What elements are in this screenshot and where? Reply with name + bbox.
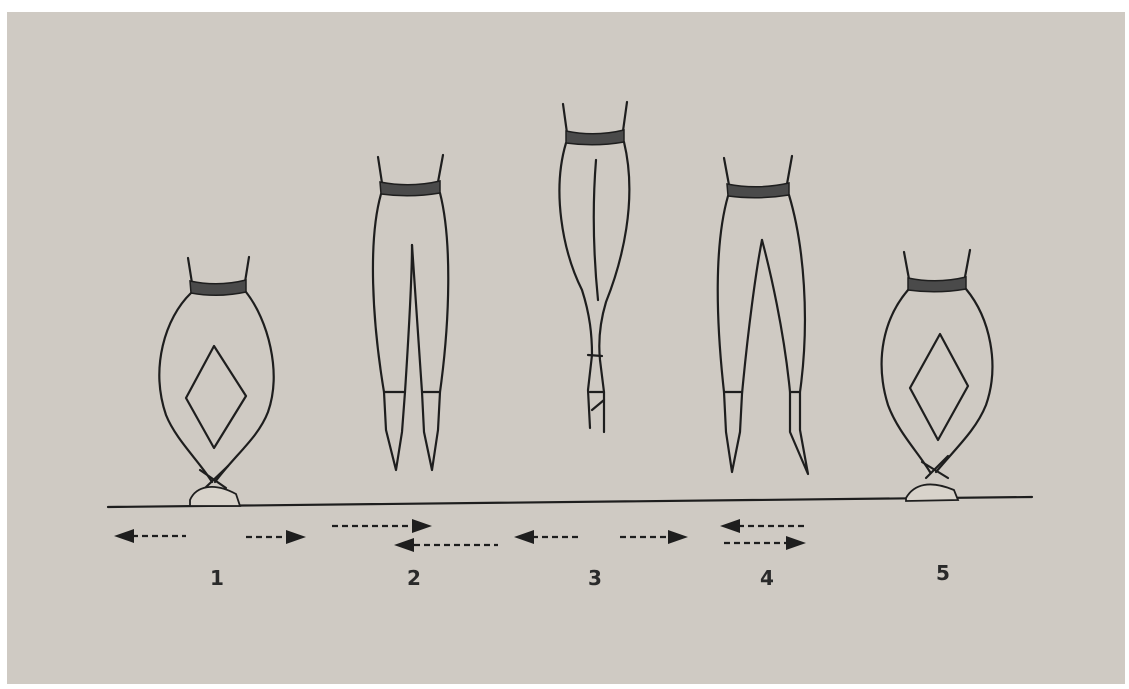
paper-background — [7, 12, 1125, 684]
step-number-2: 2 — [407, 566, 421, 590]
step-number-1: 1 — [210, 566, 224, 590]
step-number-3: 3 — [588, 566, 602, 590]
step-number-4: 4 — [760, 566, 774, 590]
step-number-5: 5 — [936, 561, 950, 585]
